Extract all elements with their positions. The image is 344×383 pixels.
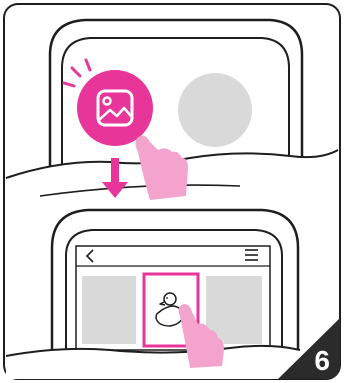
step-number: 6 xyxy=(314,347,330,375)
thumbnail-left[interactable] xyxy=(82,276,136,344)
placeholder-app-circle[interactable] xyxy=(178,73,252,147)
gallery-app-icon[interactable] xyxy=(77,70,153,146)
